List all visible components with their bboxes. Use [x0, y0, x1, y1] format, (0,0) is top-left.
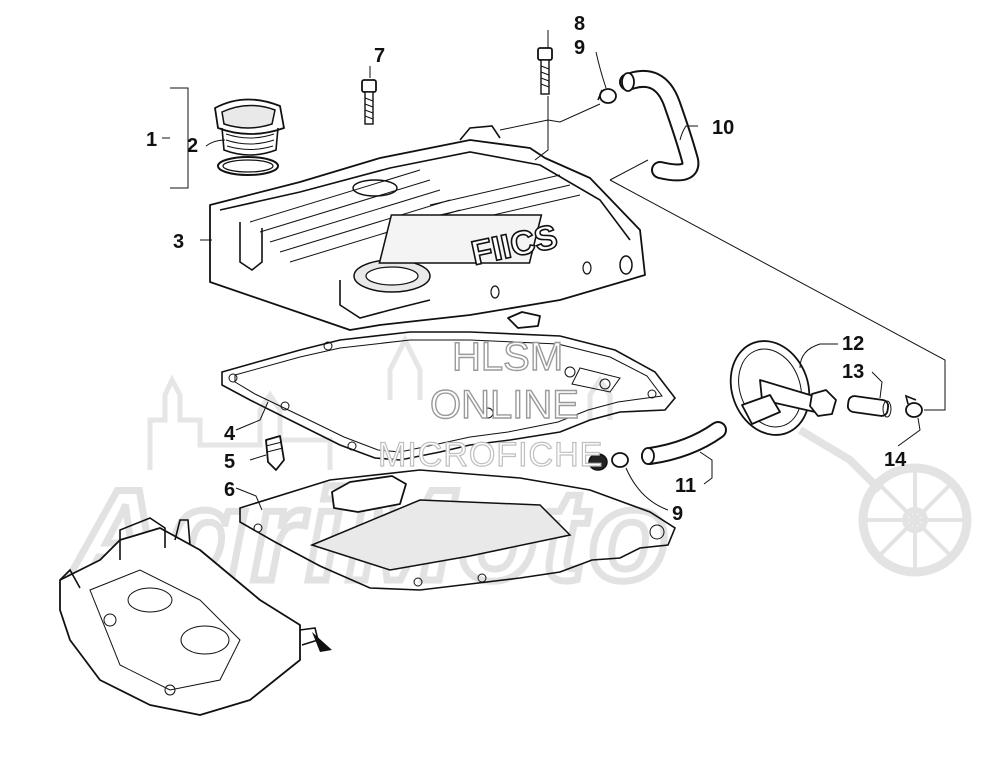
- hose-clamp-upper: [597, 88, 617, 104]
- bolt-7: [361, 79, 377, 125]
- connector-tube: [846, 395, 892, 418]
- callout-10: 10: [712, 117, 734, 139]
- callout-13: 13: [842, 361, 864, 383]
- callout-6: 6: [224, 479, 235, 501]
- callout-5: 5: [224, 451, 235, 473]
- breather-fitting: [265, 435, 285, 471]
- callout-4: 4: [224, 423, 236, 445]
- bolt-8: [537, 47, 553, 95]
- breather-housing: [729, 340, 837, 436]
- leader-lines: [162, 30, 946, 511]
- callout-7: 7: [374, 45, 385, 67]
- callout-9-upper: 9: [574, 37, 585, 59]
- callout-8: 8: [574, 13, 585, 35]
- callout-12: 12: [842, 333, 864, 355]
- watermark-line-3: MICROFICHE: [378, 436, 603, 474]
- oil-filler-cap: [214, 98, 285, 156]
- breather-hose-upper: [619, 69, 700, 182]
- cover-gasket: [221, 331, 677, 461]
- hose-clamp-lower: [588, 452, 629, 471]
- callout-labels: 1 2 3 4 5 6 7 8 9 10 11 9 12 13 14: [146, 13, 907, 525]
- hose-clamp-14: [904, 394, 923, 418]
- valve-cover: FIICS: [209, 125, 646, 331]
- callout-9-lower: 9: [672, 503, 683, 525]
- separator-plate: [239, 469, 676, 591]
- o-ring: [217, 156, 279, 176]
- watermark-line-2: ONLINE: [430, 383, 579, 427]
- callout-11: 11: [675, 475, 696, 497]
- callout-3: 3: [173, 231, 184, 253]
- breather-hose-lower: [641, 421, 727, 465]
- watermark-text: HLSM ONLINE MICROFICHE: [377, 334, 603, 474]
- pointer-arrow-icon: [312, 632, 332, 652]
- callout-1: 1: [146, 129, 157, 151]
- callout-14: 14: [884, 449, 907, 471]
- callout-2: 2: [187, 135, 198, 157]
- cylinder-head: [59, 517, 332, 716]
- watermark-line-1: HLSM: [452, 335, 563, 379]
